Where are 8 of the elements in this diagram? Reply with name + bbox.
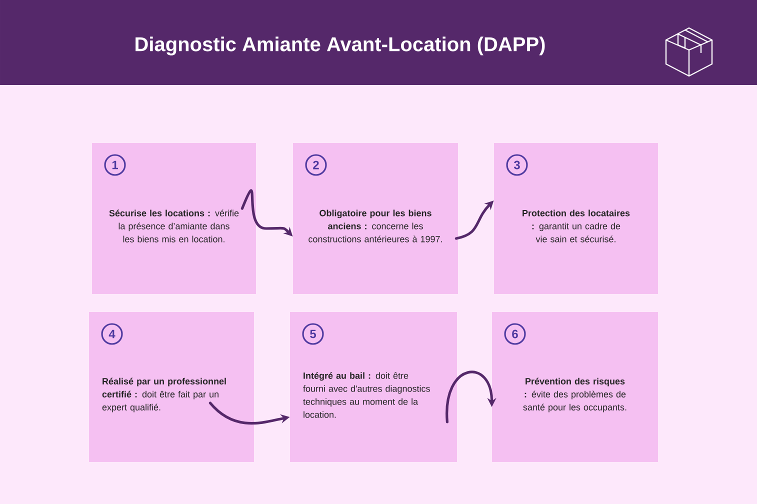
sticky-note: 2 Obligatoire pour les biens anciens : concerne les constructions antérieures à 1997. — [293, 143, 458, 294]
sticky-note: 5 Intégré au bail : doit être fourni avec d'autres diagnostics techniques au moment de la location. — [290, 312, 457, 462]
sticky-note: 1 Sécurise les locations : vérifie la présence d’amiante dans les biens mis en location. — [92, 143, 256, 294]
sticky-note: 4 Réalisé par un professionnel certifié : doit être fait par un expert qualifié. — [89, 312, 254, 462]
title: Diagnostic Amiante Avant-Location (DAPP) — [136, 36, 545, 56]
sticky-note: 3 Protection des locataires : garantit un cadre de vie sain et sécurisé. — [494, 143, 658, 294]
sticky-note: 6 Prévention des risques : évite des problèmes de santé pour les occupants. — [492, 312, 658, 462]
curved-arrow — [446, 370, 496, 424]
